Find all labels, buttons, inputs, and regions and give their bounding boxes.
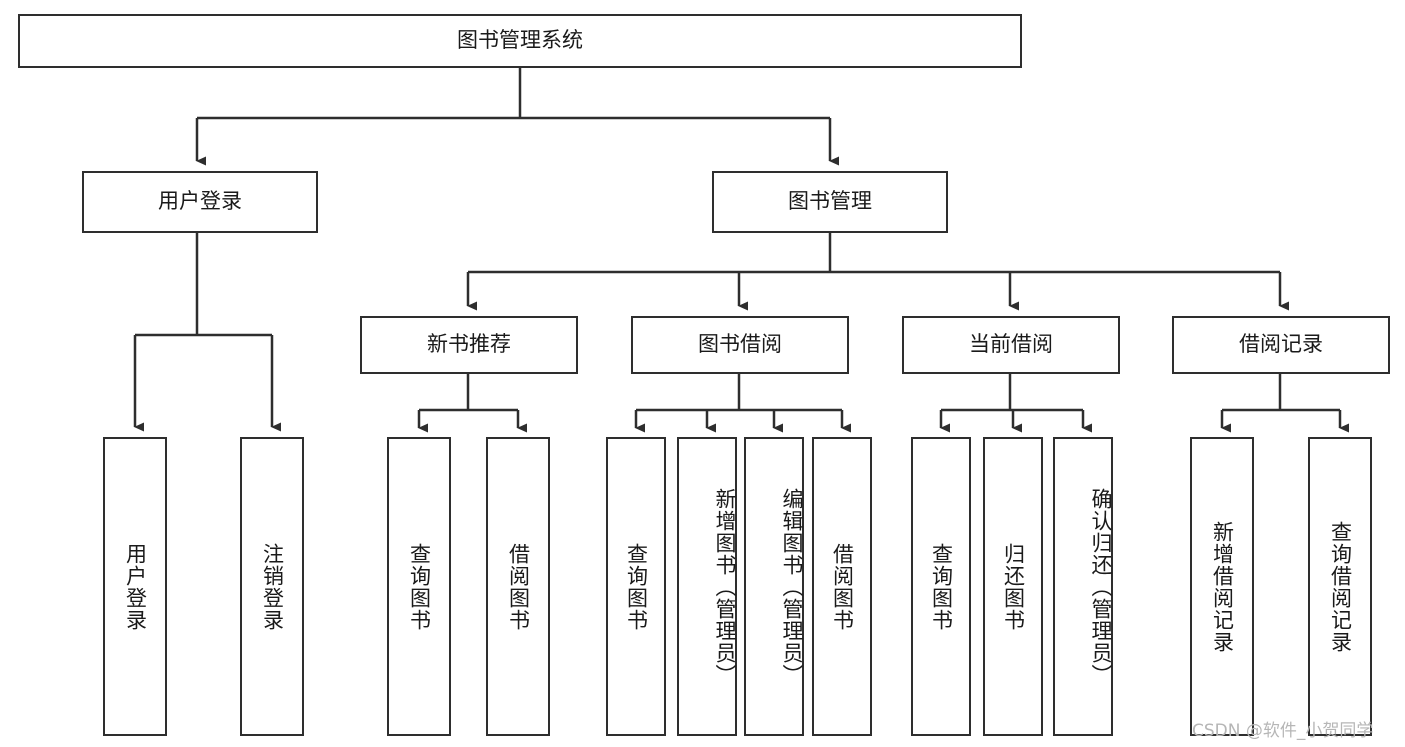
leaf-add-book-admin-label: 新增图书（管理员） — [713, 487, 736, 686]
leaf-confirm-return-admin-label: 确认归还（管理员） — [1089, 487, 1112, 686]
node-book-management-label: 图书管理 — [788, 189, 872, 213]
node-book-management[interactable]: 图书管理 — [712, 171, 948, 233]
leaf-query-books-current[interactable]: 查询图书 — [911, 437, 971, 736]
node-book-borrow-label: 图书借阅 — [698, 332, 782, 356]
leaf-query-books-recommend[interactable]: 查询图书 — [387, 437, 451, 736]
leaf-logout-label: 注销登录 — [260, 542, 284, 631]
node-book-borrow[interactable]: 图书借阅 — [631, 316, 849, 374]
leaf-query-books-borrow[interactable]: 查询图书 — [606, 437, 666, 736]
node-new-book-recommend[interactable]: 新书推荐 — [360, 316, 578, 374]
leaf-query-books-current-label: 查询图书 — [929, 542, 953, 631]
leaf-query-borrow-record-label: 查询借阅记录 — [1328, 520, 1352, 653]
node-current-borrow-label: 当前借阅 — [969, 332, 1053, 356]
node-user-login-label: 用户登录 — [158, 189, 242, 213]
node-current-borrow[interactable]: 当前借阅 — [902, 316, 1120, 374]
leaf-return-books-label: 归还图书 — [1001, 542, 1025, 631]
leaf-user-login-label: 用户登录 — [123, 542, 147, 631]
leaf-add-borrow-record[interactable]: 新增借阅记录 — [1190, 437, 1254, 736]
leaf-user-login[interactable]: 用户登录 — [103, 437, 167, 736]
node-borrow-records-label: 借阅记录 — [1239, 332, 1323, 356]
leaf-edit-book-admin[interactable]: 编辑图书（管理员） — [744, 437, 804, 736]
leaf-return-books[interactable]: 归还图书 — [983, 437, 1043, 736]
node-root[interactable]: 图书管理系统 — [18, 14, 1022, 68]
leaf-borrow-books-recommend[interactable]: 借阅图书 — [486, 437, 550, 736]
node-root-label: 图书管理系统 — [457, 28, 583, 52]
leaf-add-borrow-record-label: 新增借阅记录 — [1210, 520, 1234, 653]
node-borrow-records[interactable]: 借阅记录 — [1172, 316, 1390, 374]
node-user-login[interactable]: 用户登录 — [82, 171, 318, 233]
leaf-borrow-books[interactable]: 借阅图书 — [812, 437, 872, 736]
leaf-add-book-admin[interactable]: 新增图书（管理员） — [677, 437, 737, 736]
leaf-query-borrow-record[interactable]: 查询借阅记录 — [1308, 437, 1372, 736]
leaf-borrow-books-recommend-label: 借阅图书 — [506, 542, 530, 631]
leaf-logout[interactable]: 注销登录 — [240, 437, 304, 736]
leaf-confirm-return-admin[interactable]: 确认归还（管理员） — [1053, 437, 1113, 736]
leaf-edit-book-admin-label: 编辑图书（管理员） — [780, 487, 803, 686]
leaf-query-books-recommend-label: 查询图书 — [407, 542, 431, 631]
leaf-borrow-books-label: 借阅图书 — [830, 542, 854, 631]
csdn-watermark: CSDN @软件_小贺同学 — [1192, 721, 1374, 741]
leaf-query-books-borrow-label: 查询图书 — [624, 542, 648, 631]
node-new-book-recommend-label: 新书推荐 — [427, 332, 511, 356]
